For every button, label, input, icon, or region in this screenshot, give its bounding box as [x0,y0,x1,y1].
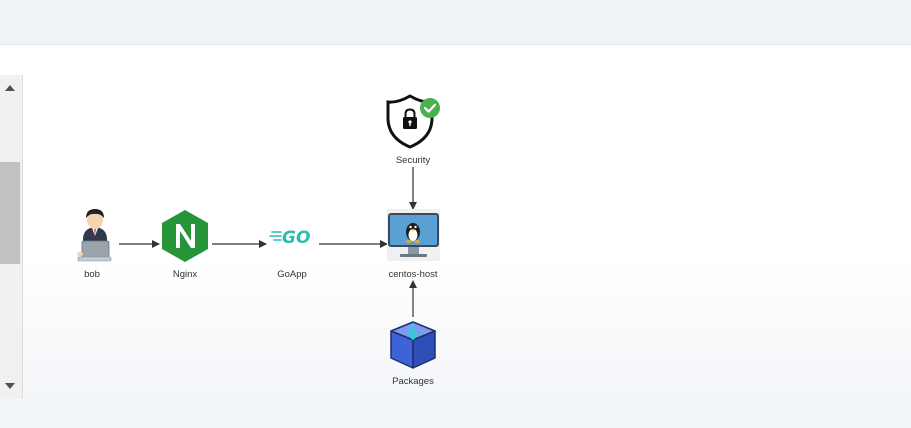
node-label-centos-host: centos-host [388,269,438,280]
scroll-down-arrow-icon[interactable] [5,383,15,389]
node-label-security: Security [395,155,431,166]
developer-with-laptop-icon[interactable] [77,209,112,262]
node-label-nginx: Nginx [172,269,198,280]
top-toolbar [0,0,911,45]
scroll-thumb[interactable] [0,162,20,264]
shield-lock-check-icon[interactable] [386,94,440,149]
nginx-logo-icon[interactable] [162,210,208,262]
node-label-bob: bob [84,269,100,280]
go-logo-icon[interactable]: GO [269,228,310,248]
linux-monitor-icon[interactable] [387,209,440,261]
svg-text:GO: GO [282,228,310,248]
edges [119,167,417,317]
vertical-scrollbar[interactable] [0,75,23,399]
package-box-icon[interactable] [390,321,436,369]
diagram-canvas [0,45,911,428]
node-label-packages: Packages [392,376,434,387]
node-label-goapp: GoApp [277,269,307,280]
scroll-up-arrow-icon[interactable] [5,85,15,91]
